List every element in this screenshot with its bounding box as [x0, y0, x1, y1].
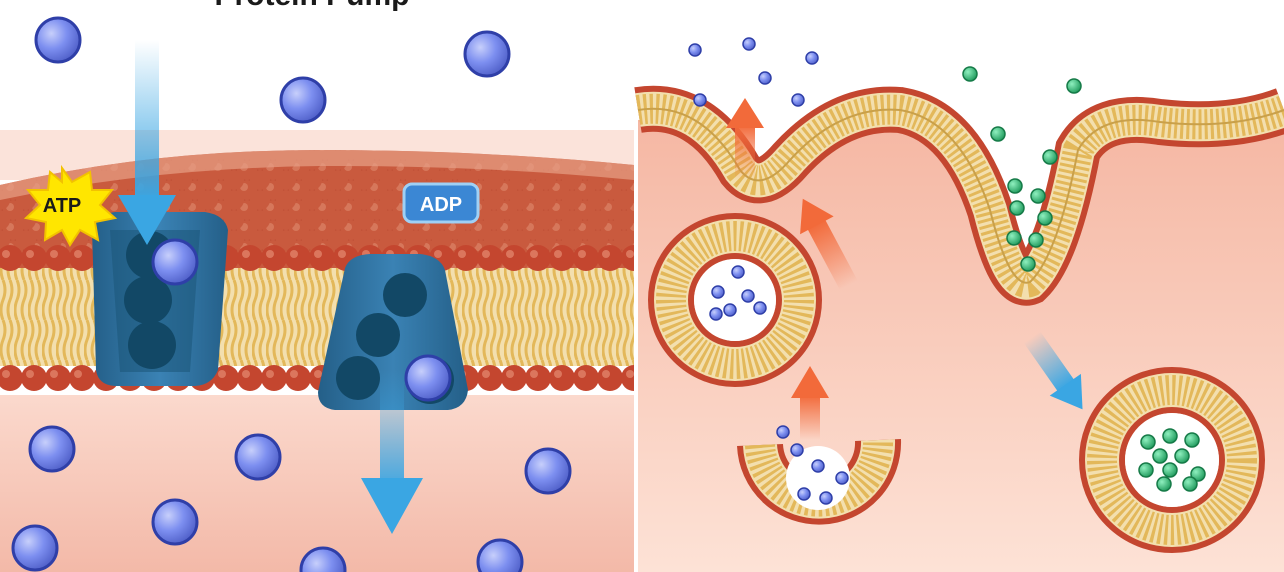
green-particle [1162, 428, 1178, 444]
blue-particle [791, 93, 805, 107]
diagram-title: Protein Pump [214, 0, 409, 12]
green-particle [1006, 230, 1022, 246]
left-panel-protein-pump: ATP ADP Protein Pump [0, 0, 647, 572]
blue-particle [797, 487, 811, 501]
green-particle [1174, 448, 1190, 464]
phospholipid-head [549, 365, 575, 391]
green-particle [1066, 78, 1082, 94]
phospholipid-head [21, 365, 47, 391]
blue-particle [151, 238, 199, 286]
phospholipid-head [477, 245, 503, 271]
phospholipid-head [597, 245, 623, 271]
blue-particle [711, 285, 725, 299]
adp-label: ADP [420, 194, 462, 216]
blue-particle [11, 524, 59, 572]
green-particle [990, 126, 1006, 142]
vesicle-lumen [1125, 413, 1219, 507]
blue-particle [758, 71, 772, 85]
phospholipid-head [69, 245, 95, 271]
blue-particle [835, 471, 849, 485]
endocytosis-arrow [1023, 331, 1083, 410]
blue-particle [741, 289, 755, 303]
green-particle [1184, 432, 1200, 448]
blue-particle [805, 51, 819, 65]
blue-particle [524, 447, 572, 495]
phospholipid-head [21, 245, 47, 271]
phospholipid-head [45, 245, 71, 271]
phospholipid-head [285, 365, 311, 391]
blue-particle [476, 538, 524, 572]
right-panel-endo-exocytosis [634, 0, 1284, 572]
green-particle [1020, 256, 1036, 272]
phospholipid-head [525, 365, 551, 391]
blue-particle [742, 37, 756, 51]
blue-particle [819, 491, 833, 505]
green-particle [1156, 476, 1172, 492]
phospholipid-head [453, 245, 479, 271]
green-particle [1140, 434, 1156, 450]
phospholipid-head [573, 245, 599, 271]
green-particle [1162, 462, 1178, 478]
green-particle [1007, 178, 1023, 194]
blue-particle [811, 459, 825, 473]
green-particle [1037, 210, 1053, 226]
solute-particles [11, 16, 572, 572]
blue-particle [753, 301, 767, 315]
blue-particle [234, 433, 282, 481]
phospholipid-head [45, 365, 71, 391]
blue-particle [28, 425, 76, 473]
blue-particle [709, 307, 723, 321]
panel-divider [634, 0, 638, 572]
blue-particle [776, 425, 790, 439]
phospholipid-head [285, 245, 311, 271]
atp-burst-icon: ATP [23, 164, 118, 247]
adp-badge-icon: ADP [402, 182, 480, 224]
green-particle [1042, 149, 1058, 165]
green-particle [962, 66, 978, 82]
phospholipid-head [525, 245, 551, 271]
phospholipid-head [597, 365, 623, 391]
phospholipid-head [261, 245, 287, 271]
transport-arrow-out [361, 370, 423, 534]
green-particle [1009, 200, 1025, 216]
phospholipid-head [309, 245, 335, 271]
blue-particle [151, 498, 199, 546]
blue-particle [723, 303, 737, 317]
exocytosis-arrows [726, 98, 858, 440]
phospholipid-head [573, 365, 599, 391]
phospholipid-head [477, 365, 503, 391]
phospholipid-head [237, 365, 263, 391]
blue-particle [463, 30, 511, 78]
protein-pump-icon [92, 212, 228, 386]
blue-particle [279, 76, 327, 124]
phospholipid-head [501, 365, 527, 391]
phospholipid-head [549, 245, 575, 271]
cargo-particles [688, 37, 1206, 505]
phospholipid-head [237, 245, 263, 271]
green-particle [1190, 466, 1206, 482]
green-particle [1028, 232, 1044, 248]
blue-particle [731, 265, 745, 279]
phospholipid-head [261, 365, 287, 391]
atp-label: ATP [43, 195, 82, 217]
blue-particle [404, 354, 452, 402]
blue-particle [790, 443, 804, 457]
blue-particle [299, 546, 347, 572]
blue-particle [34, 16, 82, 64]
green-particle [1152, 448, 1168, 464]
blue-particle [693, 93, 707, 107]
blue-particle [688, 43, 702, 57]
transport-arrow-in [118, 40, 176, 245]
green-particle [1138, 462, 1154, 478]
green-particle [1182, 476, 1198, 492]
phospholipid-head [501, 245, 527, 271]
green-particle [1030, 188, 1046, 204]
phospholipid-head [69, 365, 95, 391]
